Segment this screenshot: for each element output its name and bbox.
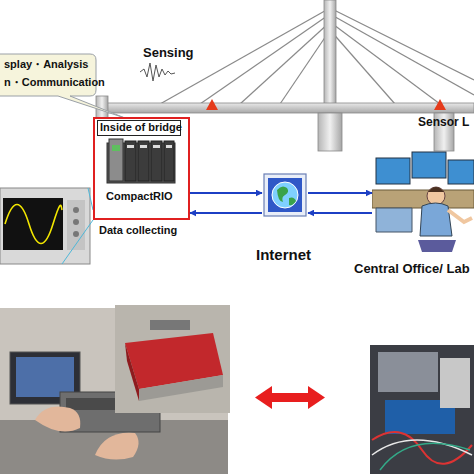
bridge-deck xyxy=(100,103,474,113)
node-text: Internet xyxy=(256,246,311,263)
compactrio-illustration xyxy=(101,135,181,187)
data-link-arrow xyxy=(190,192,262,194)
internet-icon: Internet xyxy=(262,172,308,267)
node-text: CompactRIO xyxy=(106,190,173,203)
stay-cables xyxy=(160,8,474,104)
central-office: Central Office/ Lab xyxy=(372,150,474,280)
operator-illustration xyxy=(372,150,474,258)
node-text: n・Communication xyxy=(4,76,105,89)
oscilloscope xyxy=(0,188,90,264)
data-link-arrow xyxy=(308,212,372,214)
bridge-pier xyxy=(318,113,342,151)
sensor-marker xyxy=(206,99,218,110)
node-text: Inside of bridge xyxy=(100,121,182,134)
compactrio-device: CompactRIO xyxy=(101,135,181,203)
callout-bubble: splay・Analysisn・Communication xyxy=(0,52,97,98)
double-arrow xyxy=(255,386,325,409)
node-text: Central Office/ Lab xyxy=(354,262,470,277)
bridge-enclosure: Inside of bridgeData collecting CompactRI… xyxy=(93,117,190,242)
node-text: splay・Analysis xyxy=(4,58,88,71)
sensor-marker xyxy=(434,99,446,110)
sensor-label: Sensor L xyxy=(418,116,469,130)
node-text: Data collecting xyxy=(99,224,177,237)
globe-icon xyxy=(262,172,308,218)
sensing-label: Sensing xyxy=(143,46,194,61)
data-link-arrow xyxy=(190,212,262,214)
vibration-wave xyxy=(140,63,175,81)
data-link-arrow xyxy=(308,192,372,194)
bridge-pylon xyxy=(324,0,336,104)
photo-instruments xyxy=(370,345,474,474)
leader-line xyxy=(62,188,93,264)
data-logger-photo xyxy=(115,305,230,413)
